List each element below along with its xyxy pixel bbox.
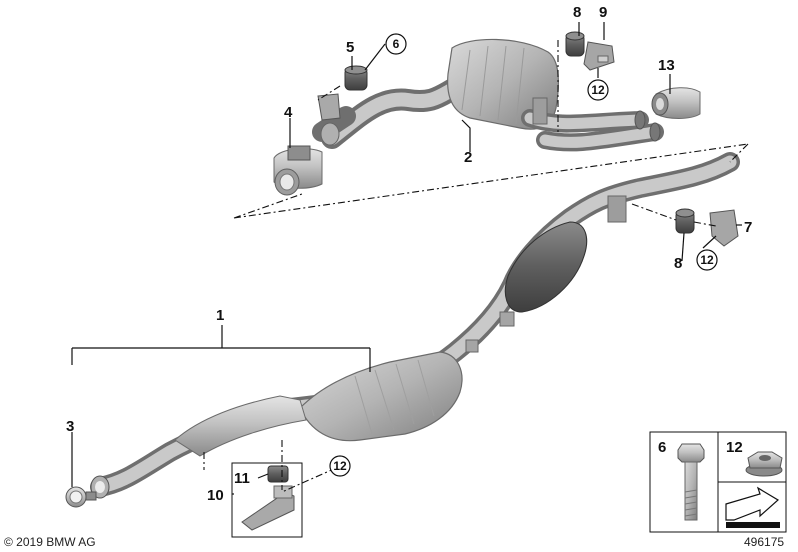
legend-nut-label: 12 [726, 439, 743, 456]
callout-12-circled-right: 12 [696, 249, 718, 271]
callout-9: 9 [599, 4, 607, 21]
callout-8-lower: 8 [674, 255, 682, 272]
direction-arrow-icon [725, 486, 780, 528]
catalytic-converter [299, 351, 463, 442]
part-13-tailpipe-trim [651, 87, 701, 119]
callout-10: 10 [207, 487, 224, 504]
svg-text:12: 12 [333, 459, 347, 473]
part-9-bracket [583, 41, 615, 71]
callout-7: 7 [744, 219, 752, 236]
callout-4: 4 [284, 104, 293, 121]
svg-text:12: 12 [591, 83, 605, 97]
legend-bolt-label: 6 [658, 439, 666, 456]
svg-text:12: 12 [700, 253, 714, 267]
copyright-text: © 2019 BMW AG [4, 535, 96, 549]
part-5-rubber-mount [317, 65, 368, 121]
callout-2: 2 [464, 149, 472, 166]
part-4-clamp [273, 145, 323, 196]
callout-numbers: 1 2 3 4 5 7 8 8 9 10 11 13 6 12 12 12 [66, 4, 752, 504]
assembly-lines [203, 40, 749, 493]
part-3-clamp [65, 486, 97, 508]
diagram-id: 496175 [744, 535, 784, 549]
callout-6-circled: 6 [385, 33, 407, 55]
part-8-rubber-mount-top [565, 31, 585, 57]
part-1-front-pipe-assembly [90, 152, 740, 499]
callout-11: 11 [234, 470, 250, 487]
callout-8-top: 8 [573, 4, 581, 21]
callout-12-circled-lower: 12 [329, 455, 351, 477]
part-7-bracket [709, 209, 739, 247]
callout-1: 1 [216, 307, 224, 324]
callout-5: 5 [346, 39, 354, 56]
nut-icon [745, 451, 783, 477]
leader-lines [71, 22, 742, 495]
fastener-legend: 6 12 [649, 431, 787, 533]
svg-text:6: 6 [393, 37, 400, 51]
parts-10-11-bracket-kit [231, 462, 303, 538]
callout-12-circled-top: 12 [587, 79, 609, 101]
bolt-icon [677, 443, 705, 521]
callout-13: 13 [658, 57, 675, 74]
middle-silencer [504, 221, 588, 313]
callout-3: 3 [66, 418, 74, 435]
pipe-stub [312, 106, 356, 146]
part-8-rubber-mount-lower [675, 208, 695, 234]
rear-silencer-body [447, 38, 559, 130]
